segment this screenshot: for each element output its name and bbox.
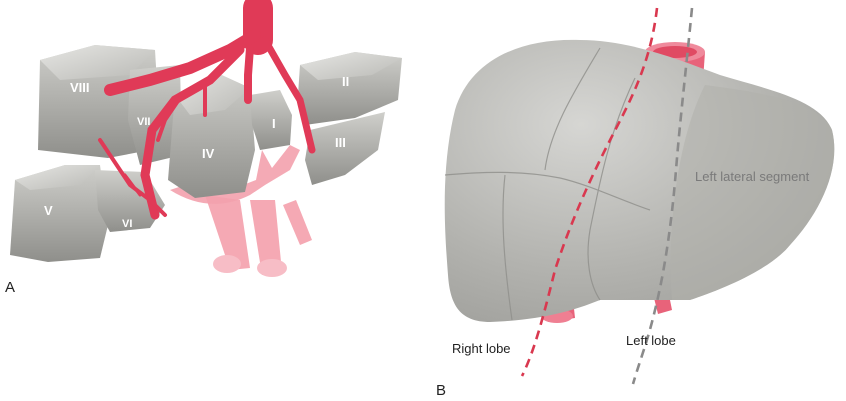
left-lobe-label: Left lobe bbox=[626, 333, 676, 348]
segment-viii: VIII bbox=[38, 45, 158, 158]
hepatic-veins bbox=[98, 0, 316, 220]
segment-i: I bbox=[250, 90, 292, 150]
segment-label-vi: VI bbox=[122, 218, 132, 230]
segment-label-v: V bbox=[44, 203, 53, 218]
left-lateral-region bbox=[670, 85, 835, 300]
right-lobe-label: Right lobe bbox=[452, 341, 511, 356]
segment-label-iii: III bbox=[335, 135, 346, 150]
segment-v: V bbox=[10, 165, 108, 262]
panel-a-label: A bbox=[5, 279, 15, 296]
segment-ii: II bbox=[298, 52, 402, 125]
segment-label-iv: IV bbox=[202, 146, 215, 161]
segment-label-ii: II bbox=[342, 74, 349, 89]
segment-iii: III bbox=[305, 112, 385, 185]
segment-vii: VII bbox=[128, 65, 182, 165]
panel-b-label: B bbox=[436, 382, 446, 399]
panel-a: VIII VII IV I II III bbox=[5, 0, 402, 296]
segment-label-vii: VII bbox=[137, 116, 150, 128]
left-lobe-divider-line bbox=[631, 7, 694, 385]
liver-segment-lines bbox=[444, 47, 651, 321]
right-lobe-divider-line bbox=[520, 7, 659, 377]
segment-iv: IV bbox=[168, 72, 255, 198]
segment-label-viii: VIII bbox=[70, 80, 90, 95]
panel-b: Left lateral segment Right lobe Left lob… bbox=[436, 7, 835, 399]
left-lateral-segment-label: Left lateral segment bbox=[695, 169, 810, 184]
segment-label-i: I bbox=[272, 116, 276, 131]
